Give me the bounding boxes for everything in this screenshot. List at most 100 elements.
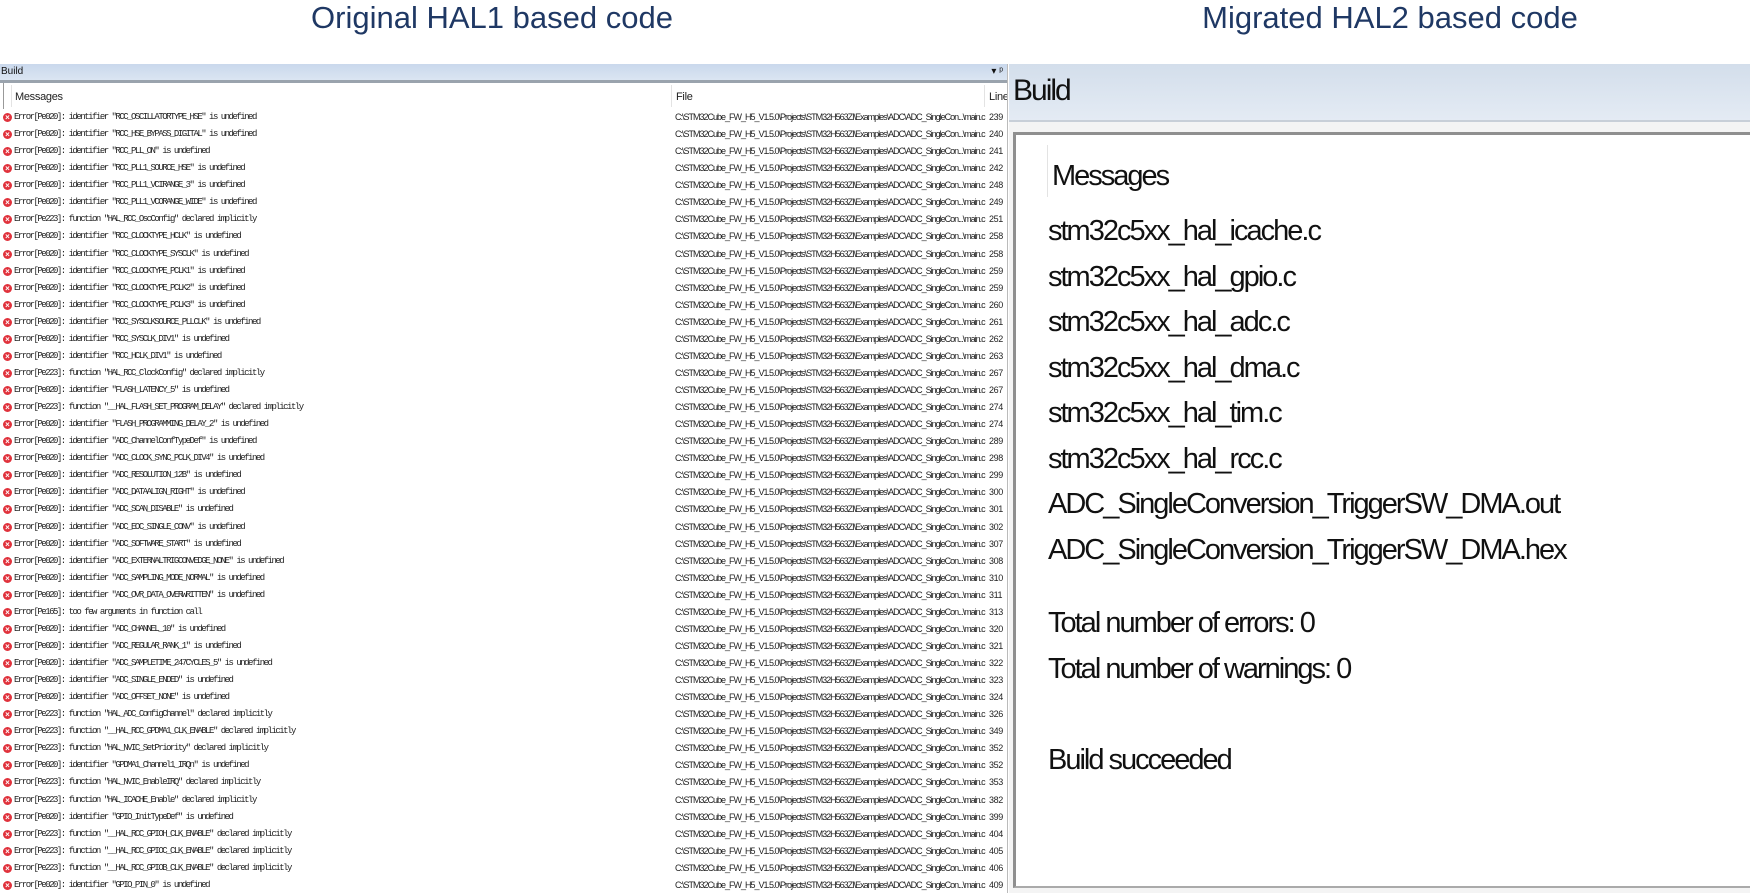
error-icon: ×: [3, 317, 12, 327]
error-message: Error[Pe020]: identifier "ADC_ChannelCon…: [14, 436, 257, 447]
left-title: Original HAL1 based code: [311, 0, 673, 35]
error-row[interactable]: ×Error[Pe223]: function "__HAL_RCC_GPIOB…: [0, 860, 1007, 877]
error-file: C:\STM32Cube_FW_H5_V1.5.0\Projects\STM32…: [675, 777, 986, 788]
error-message: Error[Pe020]: identifier "RCC_HCLK_DIV1"…: [14, 350, 222, 361]
error-row[interactable]: ×Error[Pe020]: identifier "GPIO_InitType…: [0, 809, 1007, 826]
error-file: C:\STM32Cube_FW_H5_V1.5.0\Projects\STM32…: [675, 197, 986, 208]
panel-options-pin-icon[interactable]: ▾ ᵖ: [991, 66, 1003, 77]
error-message: Error[Pe020]: identifier "ADC_SCAN_DISAB…: [14, 504, 234, 515]
error-row[interactable]: ×Error[Pe020]: identifier "FLASH_PROGRAM…: [0, 416, 1007, 433]
error-file: C:\STM32Cube_FW_H5_V1.5.0\Projects\STM32…: [675, 658, 986, 668]
error-row[interactable]: ×Error[Pe223]: function "__HAL_RCC_GPIOC…: [0, 843, 1007, 860]
error-row[interactable]: ×Error[Pe020]: identifier "RCC_HCLK_DIV1…: [0, 348, 1007, 365]
error-line: 258: [989, 248, 1003, 259]
error-row[interactable]: ×Error[Pe020]: identifier "RCC_CLOCKTYPE…: [0, 246, 1007, 263]
error-row[interactable]: ×Error[Pe020]: identifier "ADC_SAMPLING_…: [0, 570, 1007, 587]
error-icon: ×: [3, 437, 12, 447]
error-row[interactable]: ×Error[Pe223]: function "__HAL_RCC_GPDMA…: [0, 723, 1007, 740]
error-file: C:\STM32Cube_FW_H5_V1.5.0\Projects\STM32…: [675, 282, 986, 293]
error-row[interactable]: ×Error[Pe020]: identifier "GPIO_PIN_0" i…: [0, 877, 1007, 893]
error-line: 308: [989, 555, 1003, 566]
error-message: Error[Pe020]: identifier "GPDMA1_Channel…: [14, 760, 250, 771]
error-row[interactable]: ×Error[Pe020]: identifier "RCC_HSE_BYPAS…: [0, 126, 1007, 143]
error-row[interactable]: ×Error[Pe223]: function "HAL_RCC_ClockCo…: [0, 365, 1007, 382]
error-file: C:\STM32Cube_FW_H5_V1.5.0\Projects\STM32…: [675, 163, 986, 174]
error-row[interactable]: ×Error[Pe020]: identifier "RCC_SYSCLKSOU…: [0, 314, 1007, 331]
error-row[interactable]: ×Error[Pe020]: identifier "RCC_PLL1_VCOR…: [0, 194, 1007, 211]
error-row[interactable]: ×Error[Pe020]: identifier "ADC_SINGLE_EN…: [0, 672, 1007, 689]
build-output-item: ADC_SingleConversion_TriggerSW_DMA.out: [1048, 488, 1561, 520]
error-message: Error[Pe020]: identifier "FLASH_PROGRAMM…: [14, 419, 269, 430]
error-row[interactable]: ×Error[Pe223]: function "HAL_ADC_ConfigC…: [0, 706, 1007, 723]
error-list: ×Error[Pe020]: identifier "RCC_OSCILLATO…: [0, 109, 1007, 893]
error-row[interactable]: ×Error[Pe020]: identifier "ADC_ChannelCo…: [0, 433, 1007, 450]
column-separator[interactable]: [11, 85, 12, 107]
error-row[interactable]: ×Error[Pe223]: function "HAL_ICACHE_Enab…: [0, 792, 1007, 809]
error-icon: ×: [3, 693, 12, 703]
error-row[interactable]: ×Error[Pe020]: identifier "ADC_SCAN_DISA…: [0, 501, 1007, 518]
column-messages[interactable]: Messages: [15, 91, 63, 103]
error-message: Error[Pe020]: identifier "RCC_CLOCKTYPE_…: [14, 282, 246, 293]
error-row[interactable]: ×Error[Pe223]: function "HAL_RCC_OscConf…: [0, 211, 1007, 228]
error-icon: ×: [3, 147, 12, 157]
error-icon: ×: [3, 676, 12, 686]
build-output-item: stm32c5xx_hal_gpio.c: [1048, 260, 1297, 293]
column-separator[interactable]: [1047, 145, 1048, 197]
error-row[interactable]: ×Error[Pe223]: function "__HAL_FLASH_SET…: [0, 399, 1007, 416]
error-row[interactable]: ×Error[Pe020]: identifier "RCC_CLOCKTYPE…: [0, 280, 1007, 297]
build-output-item: ADC_SingleConversion_TriggerSW_DMA.hex: [1048, 533, 1568, 566]
error-row[interactable]: ×Error[Pe020]: identifier "RCC_PLL_ON" i…: [0, 143, 1007, 160]
error-row[interactable]: ×Error[Pe020]: identifier "ADC_RESOLUTIO…: [0, 467, 1007, 484]
column-separator[interactable]: [984, 85, 985, 107]
error-row[interactable]: ×Error[Pe020]: identifier "RCC_OSCILLATO…: [0, 109, 1007, 126]
error-message: Error[Pe020]: identifier "RCC_PLL1_VCORA…: [14, 197, 257, 208]
column-messages[interactable]: Messages: [1052, 160, 1170, 192]
error-row[interactable]: ×Error[Pe223]: function "HAL_NVIC_Enable…: [0, 774, 1007, 791]
column-file[interactable]: File: [676, 91, 693, 103]
error-file: C:\STM32Cube_FW_H5_V1.5.0\Projects\STM32…: [675, 538, 986, 549]
error-row[interactable]: ×Error[Pe020]: identifier "ADC_EXTERNALT…: [0, 553, 1007, 570]
error-icon: ×: [3, 420, 12, 430]
error-icon: ×: [3, 659, 12, 668]
error-row[interactable]: ×Error[Pe020]: identifier "ADC_SAMPLETIM…: [0, 655, 1007, 672]
error-row[interactable]: ×Error[Pe223]: function "HAL_NVIC_SetPri…: [0, 740, 1007, 757]
error-line: 406: [989, 862, 1003, 873]
error-row[interactable]: ×Error[Pe020]: identifier "ADC_SOFTWARE_…: [0, 536, 1007, 553]
error-file: C:\STM32Cube_FW_H5_V1.5.0\Projects\STM32…: [675, 521, 986, 532]
error-message: Error[Pe223]: function "HAL_NVIC_SetPrio…: [14, 743, 269, 754]
error-row[interactable]: ×Error[Pe020]: identifier "RCC_CLOCKTYPE…: [0, 297, 1007, 314]
error-message: Error[Pe020]: identifier "RCC_PLL1_SOURC…: [14, 163, 246, 174]
error-row[interactable]: ×Error[Pe020]: identifier "ADC_OVR_DATA_…: [0, 587, 1007, 604]
error-row[interactable]: ×Error[Pe020]: identifier "RCC_CLOCKTYPE…: [0, 263, 1007, 280]
error-message: Error[Pe020]: identifier "ADC_SINGLE_END…: [14, 675, 234, 686]
error-message: Error[Pe020]: identifier "RCC_OSCILLATOR…: [14, 112, 257, 122]
error-icon: ×: [3, 113, 12, 122]
error-message: Error[Pe020]: identifier "ADC_EOC_SINGLE…: [14, 521, 246, 532]
error-icon: ×: [3, 744, 12, 754]
error-icon: ×: [3, 334, 12, 344]
error-message: Error[Pe223]: function "__HAL_RCC_GPIOH_…: [14, 828, 292, 839]
column-separator[interactable]: [671, 85, 672, 107]
error-row[interactable]: ×Error[Pe165]: too few arguments in func…: [0, 604, 1007, 621]
error-row[interactable]: ×Error[Pe020]: identifier "GPDMA1_Channe…: [0, 757, 1007, 774]
error-row[interactable]: ×Error[Pe020]: identifier "RCC_PLL1_VCIR…: [0, 177, 1007, 194]
error-file: C:\STM32Cube_FW_H5_V1.5.0\Projects\STM32…: [675, 214, 986, 225]
error-line: 242: [989, 163, 1003, 174]
error-row[interactable]: ×Error[Pe020]: identifier "RCC_CLOCKTYPE…: [0, 228, 1007, 245]
error-file: C:\STM32Cube_FW_H5_V1.5.0\Projects\STM32…: [675, 504, 986, 515]
error-row[interactable]: ×Error[Pe020]: identifier "FLASH_LATENCY…: [0, 382, 1007, 399]
error-message: Error[Pe020]: identifier "ADC_CLOCK_SYNC…: [14, 453, 265, 464]
error-row[interactable]: ×Error[Pe020]: identifier "ADC_CHANNEL_1…: [0, 621, 1007, 638]
error-row[interactable]: ×Error[Pe020]: identifier "RCC_SYSCLK_DI…: [0, 331, 1007, 348]
error-row[interactable]: ×Error[Pe020]: identifier "ADC_DATAALIGN…: [0, 484, 1007, 501]
error-row[interactable]: ×Error[Pe020]: identifier "ADC_OFFSET_NO…: [0, 689, 1007, 706]
error-row[interactable]: ×Error[Pe020]: identifier "RCC_PLL1_SOUR…: [0, 160, 1007, 177]
error-row[interactable]: ×Error[Pe020]: identifier "ADC_CLOCK_SYN…: [0, 450, 1007, 467]
error-icon: ×: [3, 727, 12, 737]
error-file: C:\STM32Cube_FW_H5_V1.5.0\Projects\STM32…: [675, 623, 986, 634]
error-row[interactable]: ×Error[Pe020]: identifier "ADC_REGULAR_R…: [0, 638, 1007, 655]
error-row[interactable]: ×Error[Pe020]: identifier "ADC_EOC_SINGL…: [0, 519, 1007, 536]
column-line[interactable]: Line: [989, 91, 1008, 103]
error-icon: ×: [3, 522, 12, 532]
error-row[interactable]: ×Error[Pe223]: function "__HAL_RCC_GPIOH…: [0, 826, 1007, 843]
